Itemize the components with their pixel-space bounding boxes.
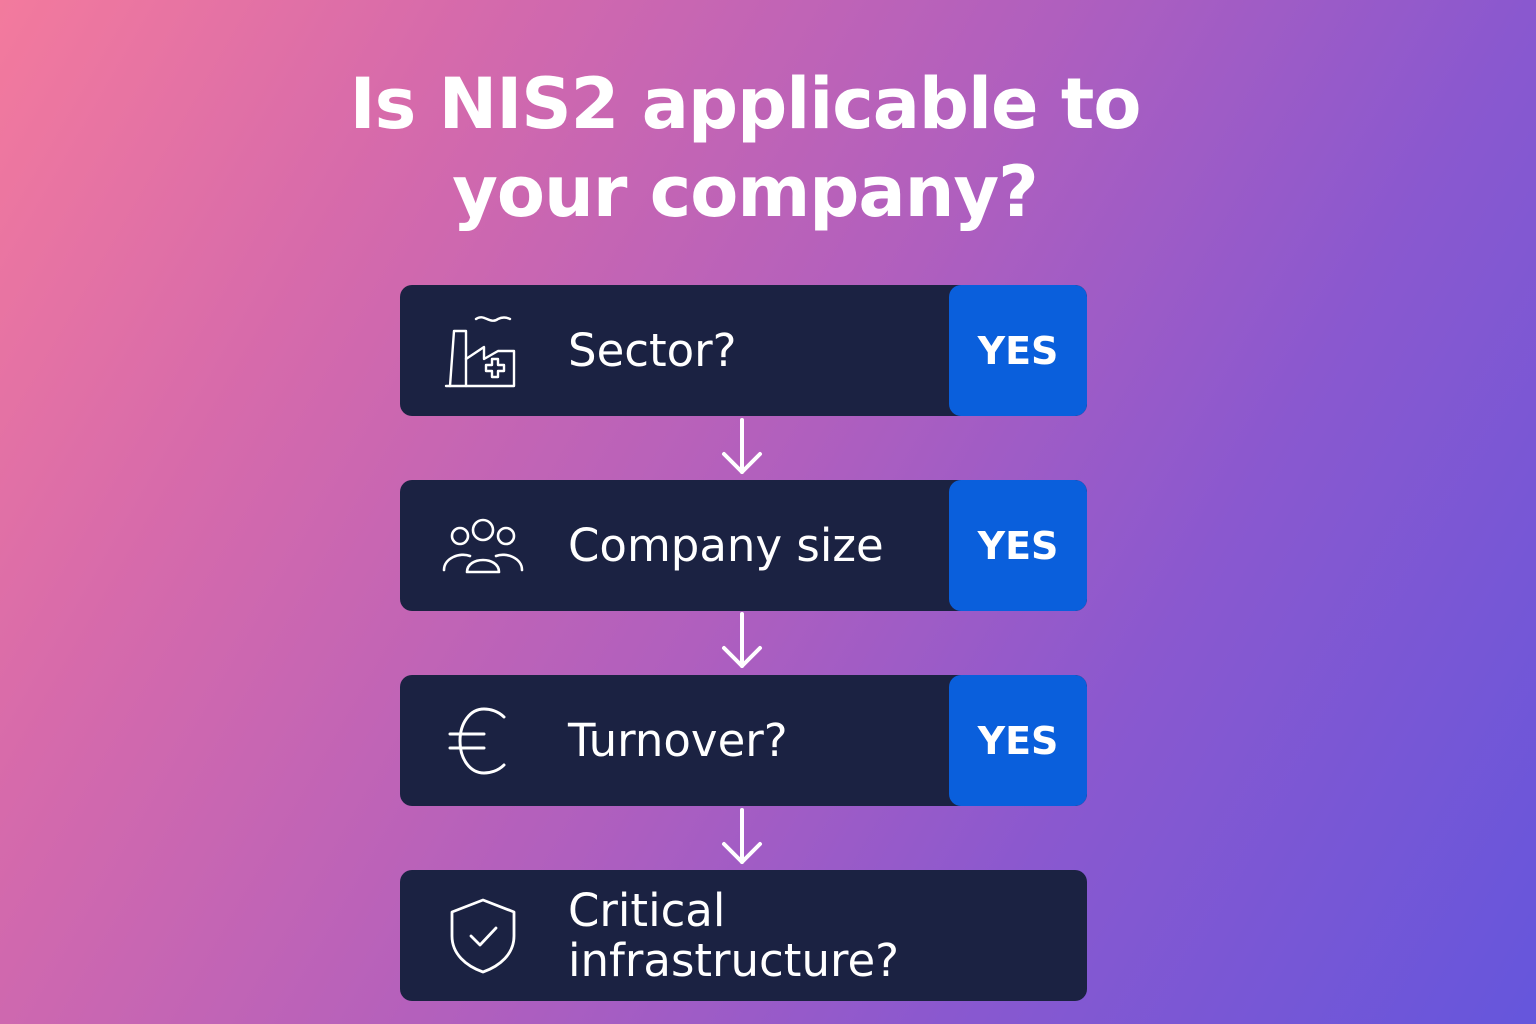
step-label: Critical infrastructure? (568, 870, 899, 1001)
people-icon (440, 506, 526, 586)
step-label: Turnover? (568, 713, 788, 767)
step-turnover: Turnover? YES (400, 675, 1087, 806)
step-company-size: Company size YES (400, 480, 1087, 611)
euro-icon (440, 701, 526, 781)
step-critical-infrastructure: Critical infrastructure? (400, 870, 1087, 1001)
step-label: Sector? (568, 323, 737, 377)
yes-badge: YES (949, 675, 1087, 806)
shield-check-icon (440, 896, 526, 976)
yes-badge: YES (949, 480, 1087, 611)
page-title: Is NIS2 applicable to your company? (0, 60, 1490, 236)
title-line-2: your company? (452, 151, 1038, 233)
factory-icon (440, 311, 526, 391)
yes-badge: YES (949, 285, 1087, 416)
step-label-line-1: Critical (568, 883, 726, 937)
step-sector: Sector? YES (400, 285, 1087, 416)
arrow-down-icon (712, 414, 772, 478)
title-line-1: Is NIS2 applicable to (349, 63, 1142, 145)
step-label-line-2: infrastructure? (568, 933, 900, 987)
arrow-down-icon (712, 608, 772, 672)
arrow-down-icon (712, 804, 772, 868)
step-label: Company size (568, 518, 884, 572)
